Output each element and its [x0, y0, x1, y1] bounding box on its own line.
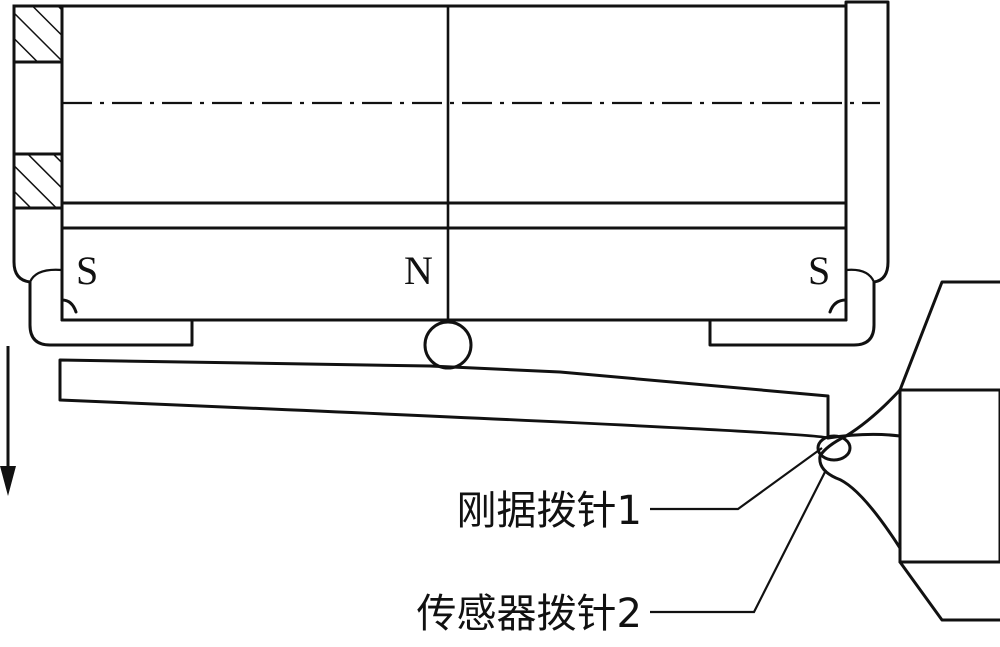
- left-bracket-hatched-lower: [12, 152, 64, 210]
- sensor-body: [816, 280, 1000, 622]
- magnet-housing: [60, 4, 880, 322]
- left-bracket-hatched-upper: [12, 4, 64, 64]
- left-bracket: [12, 4, 194, 347]
- leader-pin-2: [650, 469, 827, 614]
- sensor-block: [898, 388, 1000, 564]
- downward-arrow: [0, 346, 16, 496]
- housing-outline: [60, 4, 848, 322]
- callout-label-pin-1: 刚据拨针1: [457, 488, 642, 534]
- callout-label-pin-2: 传感器拨针2: [417, 591, 642, 637]
- ball-bearing: [423, 320, 473, 370]
- right-bracket: [708, 0, 890, 347]
- pin-contact-point: [816, 434, 852, 462]
- deflecting-beam: [58, 358, 830, 440]
- left-bracket-window: [12, 60, 64, 156]
- pole-label-left: S: [76, 248, 98, 293]
- pole-label-right: S: [808, 248, 830, 293]
- leader-pin-1: [650, 447, 823, 511]
- pole-label-center: N: [404, 248, 433, 293]
